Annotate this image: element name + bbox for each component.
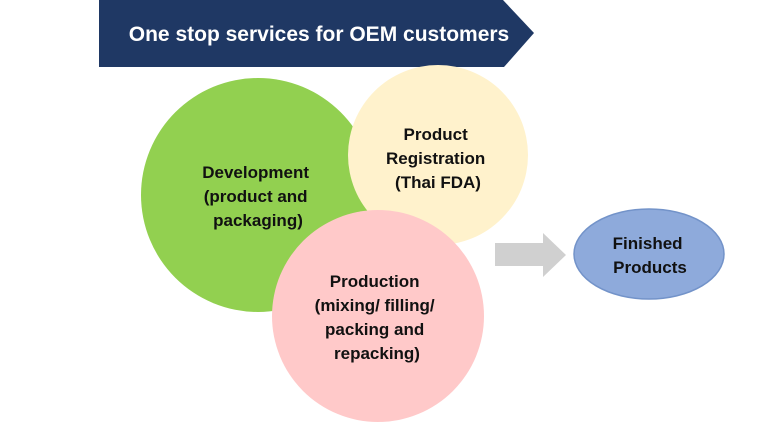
production-label-line: (mixing/ filling/ [315,296,435,315]
registration-label-line: Product [404,125,469,144]
finished-products-ellipse [573,208,725,300]
finished-products-label-line: Products [613,258,687,277]
registration-circle [348,65,528,245]
finished-products-label: Finished Products [613,234,688,277]
finished-products-node: Finished Products [573,208,725,300]
banner: One stop services for OEM customers [99,0,534,67]
registration-label: Product Registration (Thai FDA) [386,125,490,192]
right-arrow-icon [495,233,566,277]
development-label: Development (product and packaging) [202,163,313,230]
production-label-line: Production [330,272,420,291]
production-circle [272,210,484,422]
development-label-line: packaging) [213,211,303,230]
banner-title: One stop services for OEM customers [129,23,509,46]
finished-products-label-line: Finished [613,234,683,253]
production-label-line: repacking) [334,344,420,363]
banner-shape [99,0,534,67]
development-label-line: Development [202,163,309,182]
production-node [272,210,484,422]
production-label: Production (mixing/ filling/ packing and… [315,272,440,363]
production-label-line: packing and [325,320,424,339]
registration-label-line: Registration [386,149,485,168]
development-label-line: (product and [204,187,308,206]
registration-node [348,65,528,245]
registration-label-line: (Thai FDA) [395,173,481,192]
